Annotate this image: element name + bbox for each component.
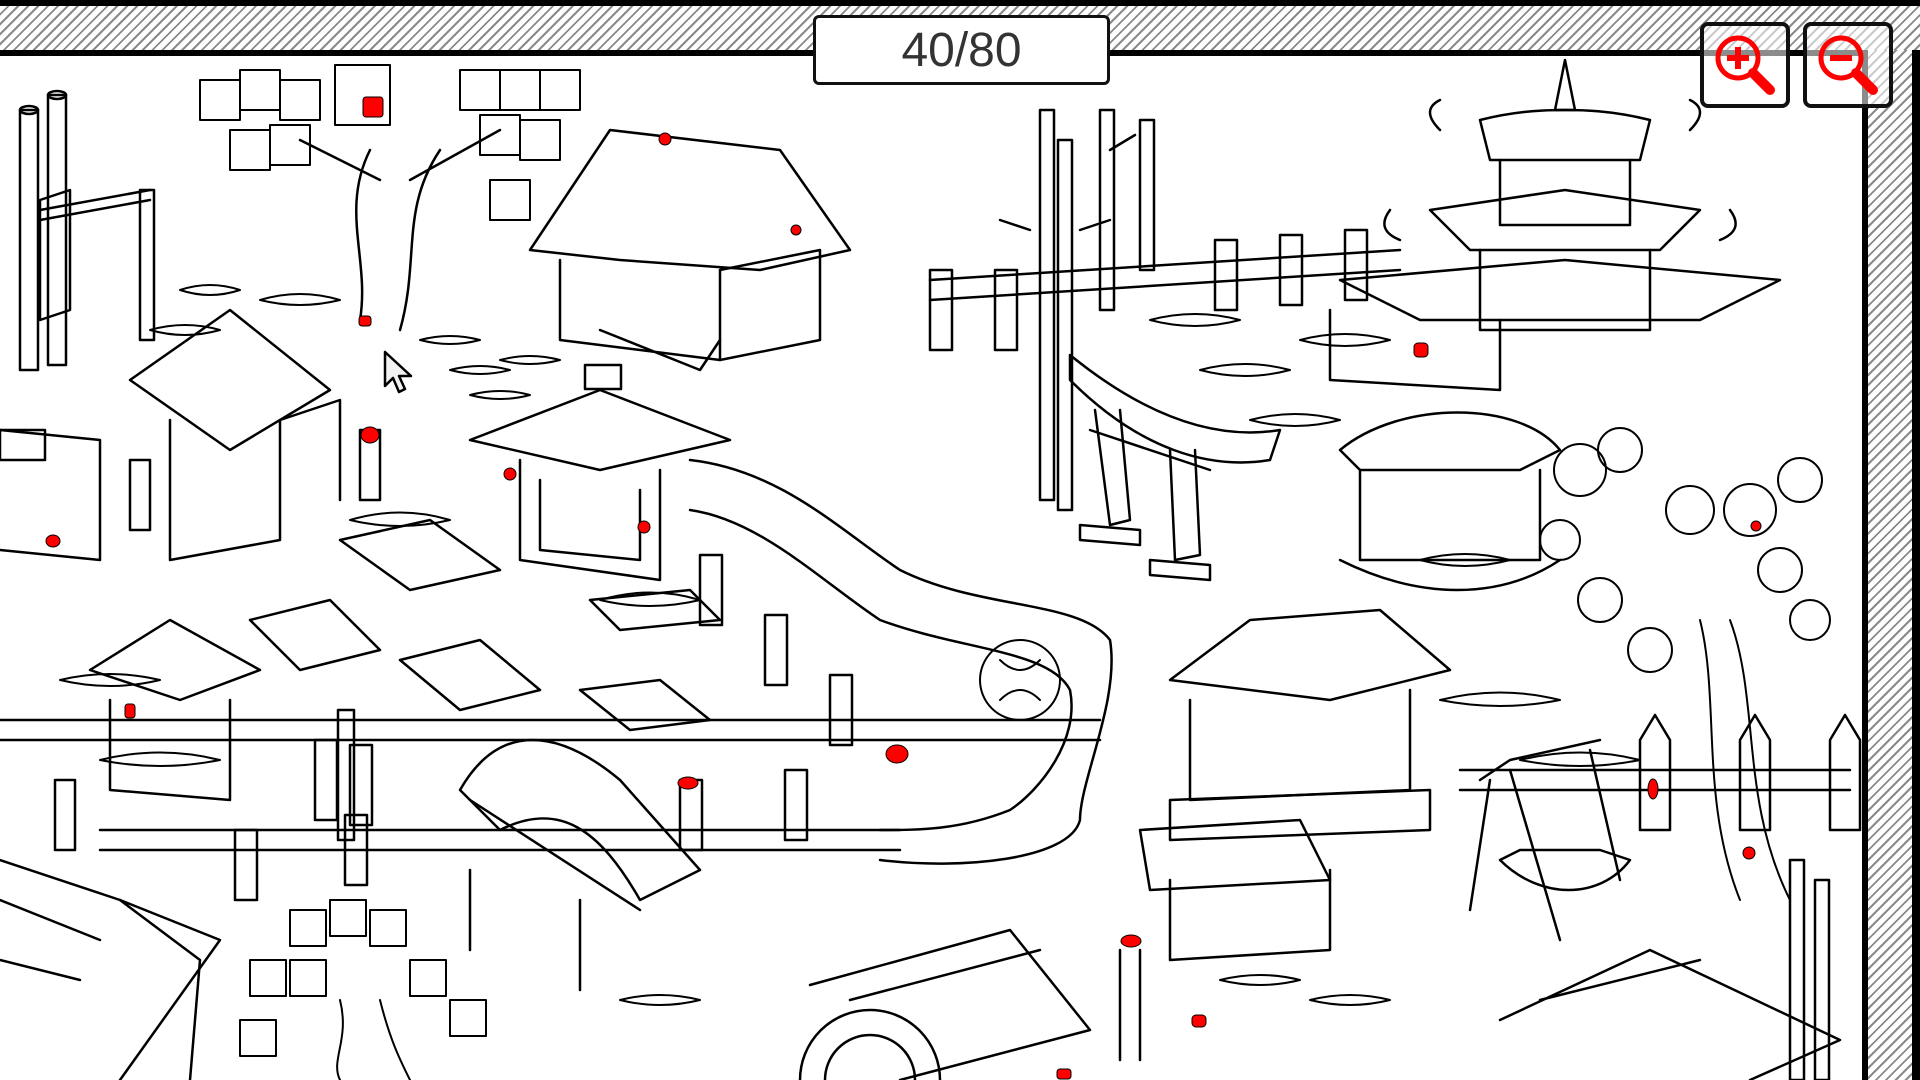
fences [0,228,1862,902]
scene-illustration [0,58,1862,1080]
zoom-out-icon [1818,35,1878,95]
house-bottom-right [1498,858,1842,1080]
spiral-tree-bottom [239,899,487,1080]
cloud-tree-right [1539,427,1831,901]
round-pavilion [1338,411,1562,592]
well-stall [88,618,262,802]
mouse-cursor-icon [383,350,417,401]
zoom-out-button[interactable] [1803,22,1893,108]
stepping-stones [59,284,1641,1006]
zoom-in-icon [1715,35,1775,95]
torii-gate [1068,353,1282,582]
bridge [458,738,702,992]
water-wheel-house [798,928,1142,1080]
sign-noodles [0,428,47,462]
house-top-center [528,128,852,372]
swing [1468,738,1632,942]
bamboo-left [18,89,156,372]
zoom-in-button[interactable] [1700,22,1790,108]
hidden-object-scene[interactable] [0,56,1862,1080]
pagoda [1328,58,1782,392]
tea-house [1138,608,1452,962]
house-bottom-left [0,858,222,1080]
river [688,458,1113,865]
right-frame-border [1862,50,1920,1080]
picnic-tables [248,518,722,732]
found-counter: 40/80 [813,15,1110,85]
stall-left [0,308,342,562]
spiral-tree-top [199,64,581,332]
bamboo-center [998,108,1156,512]
found-counter-text: 40/80 [901,23,1022,77]
vertical-signs [313,708,374,842]
